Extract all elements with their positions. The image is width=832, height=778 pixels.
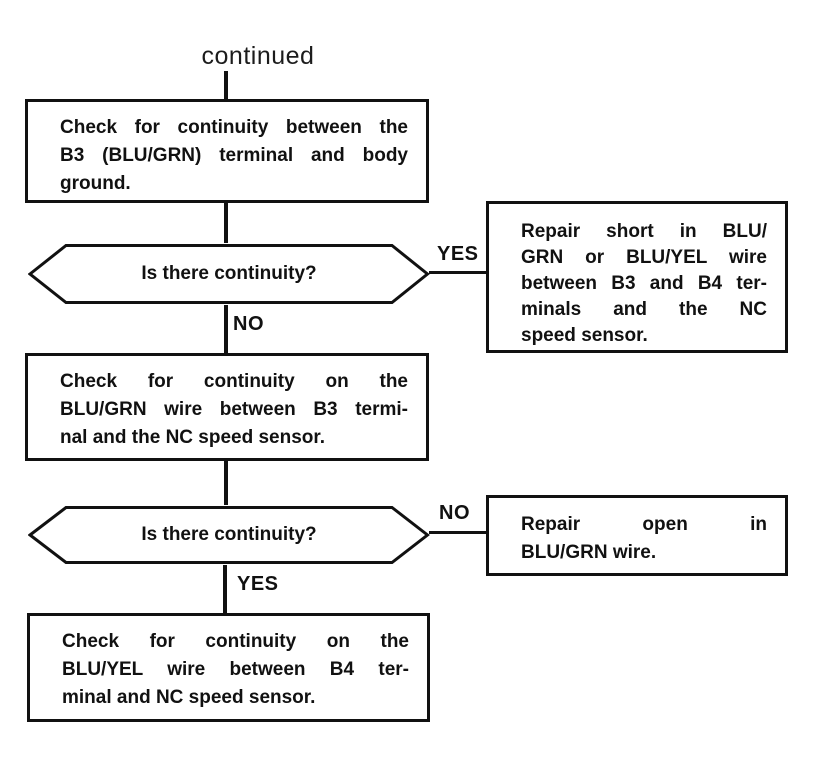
decision-hexagon-2: Is there continuity? — [28, 505, 430, 565]
decision-hexagon-2-outline — [28, 506, 430, 564]
decision-hexagon-1-outline — [28, 244, 430, 304]
connector-decision1-no-to-step2 — [224, 305, 228, 353]
connector-decision2-no-to-repair-open — [429, 531, 487, 534]
decision-hexagon-1: Is there continuity? — [28, 243, 430, 305]
no-label-1: NO — [233, 313, 264, 335]
yes-label-2: YES — [237, 573, 279, 595]
yes-label-1: YES — [437, 243, 479, 265]
decision-question-2: Is there continuity? — [141, 524, 317, 545]
connector-decision2-yes-to-step3 — [223, 565, 227, 613]
connector-step1-to-decision1 — [224, 203, 228, 243]
connector-decision1-yes-to-repair-short — [429, 271, 487, 274]
no-label-2: NO — [439, 502, 470, 524]
connector-continued-to-step1 — [224, 71, 228, 101]
connector-step2-to-decision2 — [224, 461, 228, 505]
decision-question-1: Is there continuity? — [141, 263, 317, 284]
continued-label: continued — [201, 42, 315, 70]
